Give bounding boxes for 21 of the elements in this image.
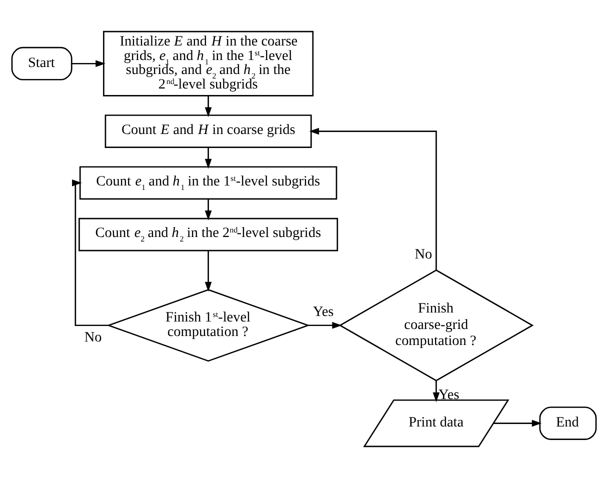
arrow: [309, 127, 437, 270]
arrow: [204, 250, 212, 292]
arrow: [72, 178, 108, 326]
node-diamond: Finish coarse-grid computation ?: [338, 268, 534, 381]
arrow: [204, 95, 212, 117]
node-box: Start: [11, 46, 72, 80]
edge-label: No: [414, 246, 432, 262]
node-diamond: Finish 1$^{st}$-level computation ?: [106, 288, 310, 362]
arrow: [432, 380, 440, 402]
node-box: Count E and H in coarse grids: [104, 114, 312, 148]
node-box: End: [539, 406, 597, 440]
node-box: Count e$_{2}$ and h$_{2}$ in the 2$^{nd}$-level subgrids: [78, 217, 338, 251]
arrow: [204, 198, 212, 220]
node-box: Initialize E and H in the coarse grids, e$_{1}$ and h$_{1}$ in the 1$^{st}$-level subgrids, and e$_{2}$ and h$_{2}$ in the 2$^{nd}$-level subgrids: [103, 30, 314, 96]
node-box: Count e$_{1}$ and h$_{1}$ in the 1$^{st}$-level subgrids: [79, 166, 338, 200]
arrow: [308, 321, 342, 328]
edge-label: Yes: [313, 304, 334, 320]
arrow: [494, 419, 542, 426]
edge-label: No: [84, 328, 102, 345]
arrow: [72, 60, 106, 67]
arrow: [204, 146, 212, 168]
